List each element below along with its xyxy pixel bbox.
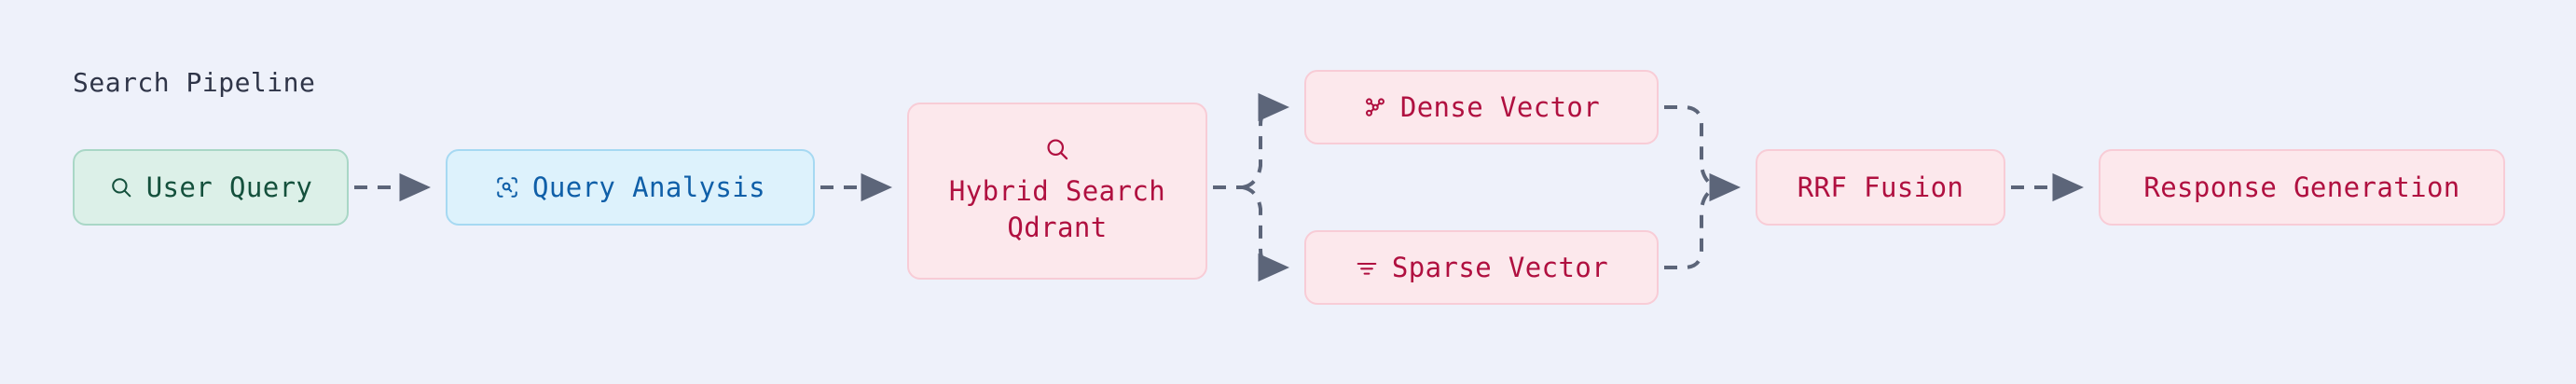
search-icon	[1044, 136, 1070, 162]
node-hybrid-search-label-line1: Hybrid Search	[948, 175, 1166, 208]
node-query-analysis-label: Query Analysis	[531, 171, 766, 203]
node-response-generation[interactable]: Response Generation	[2099, 149, 2505, 226]
node-user-query-label: User Query	[145, 171, 313, 203]
scan-search-icon	[495, 175, 519, 199]
node-hybrid-search[interactable]: Hybrid Search Qdrant	[907, 103, 1207, 280]
network-nodes-icon	[1363, 95, 1387, 119]
node-rrf-fusion-label: RRF Fusion	[1797, 171, 1964, 203]
node-sparse-vector[interactable]: Sparse Vector	[1304, 230, 1659, 305]
page-title: Search Pipeline	[73, 67, 316, 98]
node-response-generation-label: Response Generation	[2143, 171, 2460, 203]
node-query-analysis[interactable]: Query Analysis	[446, 149, 815, 226]
node-dense-vector-label: Dense Vector	[1399, 91, 1601, 123]
node-sparse-vector-label: Sparse Vector	[1391, 252, 1609, 283]
edge-split-to-dense-vector	[1242, 92, 1289, 189]
node-hybrid-search-label-line2: Qdrant	[1007, 212, 1108, 243]
edge-sparse-vector-to-merge	[1664, 185, 1720, 269]
edge-split-to-sparse-vector	[1242, 185, 1289, 282]
edge-dense-vector-to-merge	[1664, 105, 1720, 189]
node-dense-vector[interactable]: Dense Vector	[1304, 70, 1659, 144]
search-icon	[109, 175, 133, 199]
node-user-query[interactable]: User Query	[73, 149, 349, 226]
node-rrf-fusion[interactable]: RRF Fusion	[1756, 149, 2005, 226]
filter-lines-icon	[1355, 255, 1379, 280]
